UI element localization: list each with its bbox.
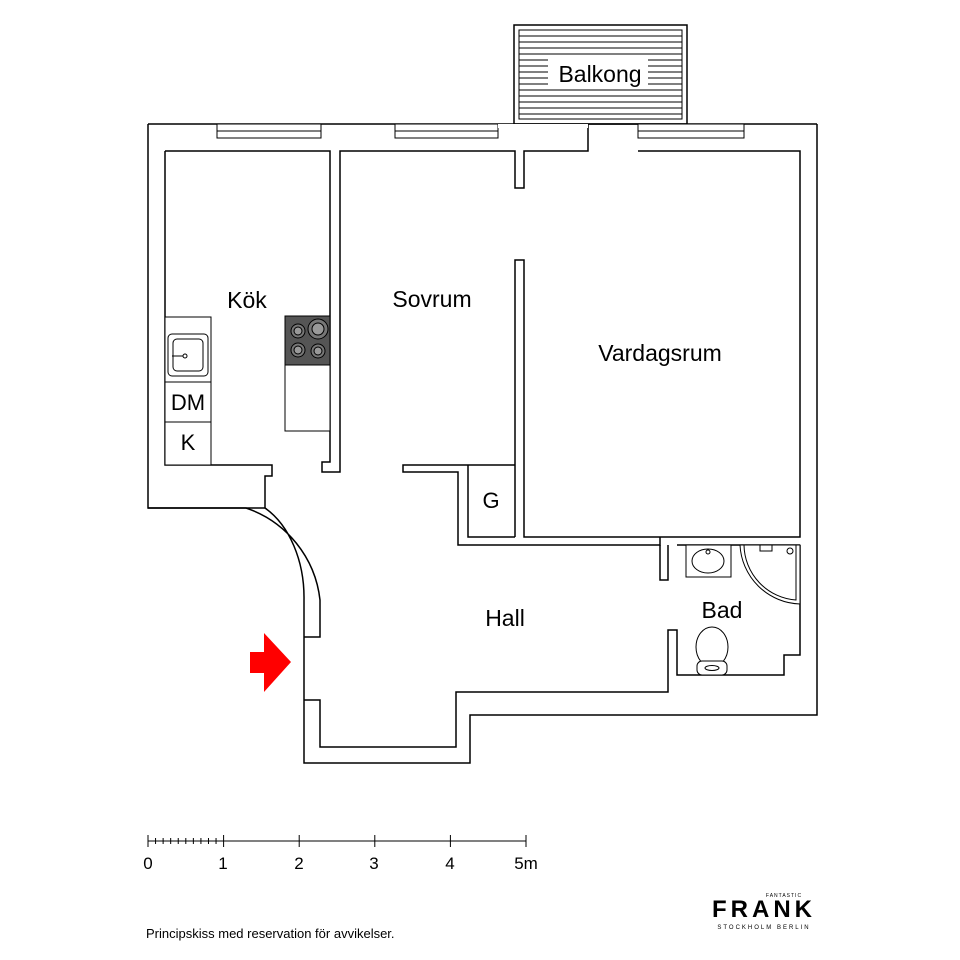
scale-tick-4: 4 bbox=[445, 854, 454, 873]
stove-icon bbox=[284, 315, 331, 432]
windows bbox=[216, 123, 745, 139]
scale-tick-1: 1 bbox=[218, 854, 227, 873]
scale-bar: 0 1 2 3 4 5m bbox=[143, 835, 538, 873]
toilet-icon bbox=[695, 626, 729, 676]
logo-top-text: FANTASTIC bbox=[765, 893, 803, 899]
brand-logo: FANTASTIC FRANK STOCKHOLM BERLIN bbox=[700, 893, 828, 931]
scale-tick-5m: 5m bbox=[514, 854, 538, 873]
scale-tick-2: 2 bbox=[294, 854, 303, 873]
balcony bbox=[513, 24, 688, 125]
room-label-living-room: Vardagsrum bbox=[598, 340, 722, 366]
bathroom-fixtures bbox=[685, 544, 801, 676]
wardrobe-label: G bbox=[482, 488, 499, 513]
dishwasher-label: DM bbox=[171, 390, 205, 415]
logo-main-text: FRANK bbox=[712, 896, 816, 923]
scale-tick-0: 0 bbox=[143, 854, 152, 873]
shower-icon bbox=[739, 544, 801, 605]
scale-tick-3: 3 bbox=[369, 854, 378, 873]
logo-sub-text: STOCKHOLM BERLIN bbox=[717, 925, 811, 931]
room-label-bedroom: Sovrum bbox=[392, 286, 471, 312]
inner-wall-line bbox=[164, 124, 801, 546]
entrance-curved-wall bbox=[148, 507, 321, 638]
fridge-label: K bbox=[181, 430, 196, 455]
room-label-hall: Hall bbox=[485, 605, 525, 631]
room-label-balcony: Balkong bbox=[558, 61, 641, 87]
disclaimer-text: Principskiss med reservation för avvikel… bbox=[146, 926, 395, 941]
room-label-bathroom: Bad bbox=[702, 597, 743, 623]
kitchen-counter bbox=[164, 316, 212, 466]
entrance-arrow-icon bbox=[250, 633, 291, 692]
room-label-kitchen: Kök bbox=[227, 287, 267, 313]
